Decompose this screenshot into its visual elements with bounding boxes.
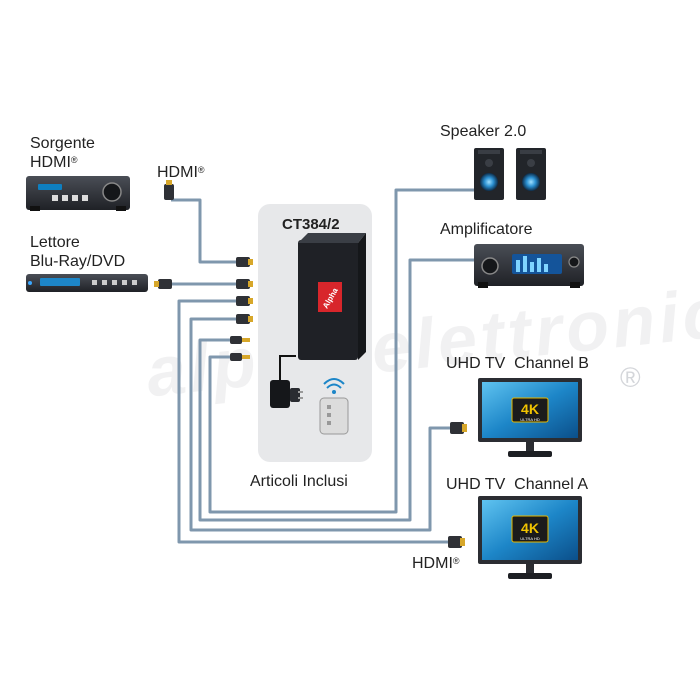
included-items-label: Articoli Inclusi <box>250 473 348 490</box>
product-model: CT384/2 <box>282 216 340 233</box>
cables <box>168 188 474 544</box>
4k-badge <box>511 397 549 423</box>
svg-text:4K: 4K <box>521 520 539 536</box>
audio-jack <box>230 353 242 361</box>
svg-text:ULTRA HD: ULTRA HD <box>520 536 540 541</box>
hdmi-connector <box>236 296 250 306</box>
speaker-left <box>474 148 504 200</box>
registered-watermark-mark: ® <box>620 362 641 393</box>
audio-jack <box>230 336 242 344</box>
hdmi-top-text: HDMI <box>157 164 198 181</box>
source-hdmi-label-line2: HDMI <box>30 154 71 171</box>
tv-channel-a: 4K ULTRA HD <box>478 496 582 579</box>
hdmi-top-label: HDMI® <box>157 163 205 182</box>
tv-b-label: UHD TV Channel B <box>446 355 589 372</box>
hdmi-plug-icon <box>448 536 465 548</box>
switch-device: Alpha <box>298 233 366 360</box>
hdmi-plug-icon <box>154 279 172 289</box>
tv-a-label: UHD TV Channel A <box>446 476 588 493</box>
bluray-player-device <box>26 274 148 292</box>
hdmi-connector <box>236 279 250 289</box>
brand-logo <box>318 282 342 312</box>
hdmi-plug-icon <box>450 422 467 434</box>
tv-channel-b: 4K ULTRA HD <box>478 378 582 457</box>
speaker-label: Speaker 2.0 <box>440 123 527 140</box>
svg-text:ULTRA HD: ULTRA HD <box>520 417 540 422</box>
source-hdmi-device <box>26 176 130 211</box>
registered-mark: ® <box>197 165 205 175</box>
speaker-right <box>516 148 546 200</box>
power-adapter-icon <box>270 355 303 408</box>
4k-badge <box>511 515 549 543</box>
amplifier-label: Amplificatore <box>440 221 533 238</box>
svg-text:4K: 4K <box>521 401 539 417</box>
hdmi-bottom-label: HDMI® <box>412 554 460 573</box>
hdmi-bottom-text: HDMI <box>412 555 453 572</box>
bluray-label: Lettore Blu-Ray/DVD <box>30 233 125 271</box>
amplifier-device <box>474 244 584 288</box>
source-hdmi-label: Sorgente HDMI® <box>30 134 95 172</box>
hdmi-connector <box>236 257 250 267</box>
hdmi-connectors-left <box>230 257 253 361</box>
registered-mark: ® <box>70 155 78 165</box>
bluray-label-line2: Blu-Ray/DVD <box>30 253 126 270</box>
hdmi-plug-icon <box>164 180 174 200</box>
source-hdmi-label-line1: Sorgente <box>30 135 95 152</box>
hdmi-connector <box>236 314 250 324</box>
remote-control-icon <box>319 378 349 435</box>
registered-mark: ® <box>452 556 460 566</box>
bluray-label-line1: Lettore <box>30 234 80 251</box>
